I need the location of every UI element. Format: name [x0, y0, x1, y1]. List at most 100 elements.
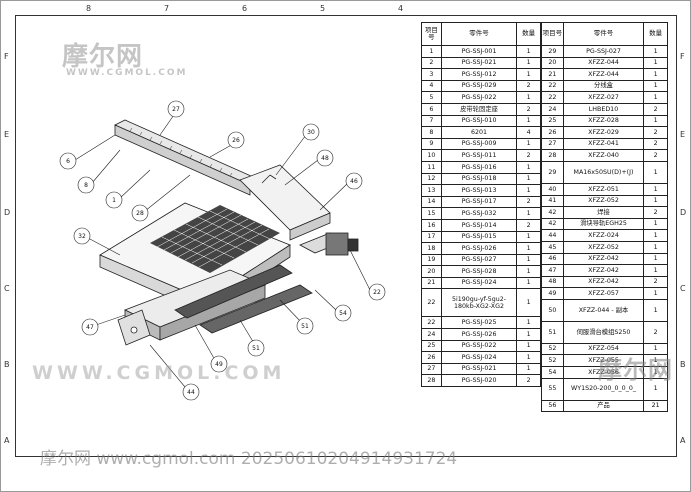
bom-qty: 1: [643, 298, 668, 322]
balloon-label: 28: [136, 210, 144, 217]
bom-part-no: PG-SSJ-014: [440, 218, 518, 232]
bom-qty: 1: [516, 160, 541, 174]
bom-item-no: 28: [421, 374, 442, 388]
bom-qty: 2: [516, 374, 541, 388]
bom-item-no: 52: [541, 354, 564, 368]
bom-item-no: 18: [421, 242, 442, 255]
watermark-logo-cn: 摩尔网: [62, 42, 144, 72]
bom-qty: 1: [516, 362, 541, 376]
bom-qty: 1: [516, 339, 541, 353]
bom-part-no: XFZZ-044: [562, 56, 645, 70]
bom-item-no: 52: [541, 342, 564, 356]
bom-qty: 1: [643, 45, 668, 58]
bom-qty: 1: [516, 242, 541, 255]
bom-item-no: 45: [541, 240, 564, 254]
bom-qty: 21: [643, 399, 668, 413]
bom-qty: 2: [643, 206, 668, 219]
watermark-logo-cn-right: 摩尔网: [598, 356, 673, 384]
bom-part-no: PG-SSJ-001: [440, 45, 518, 58]
bom-item-no: 4: [421, 79, 442, 93]
bom-item-no: 13: [421, 184, 442, 197]
bom-qty: 1: [516, 288, 541, 318]
bom-item-no: 54: [541, 366, 564, 379]
bom-part-no: PG-SSJ-026: [440, 242, 518, 255]
header-item-no: 项目号: [421, 22, 442, 46]
balloon-label: 48: [321, 155, 329, 162]
bom-qty: 1: [516, 184, 541, 197]
balloon-47: [81, 318, 99, 336]
bom-item-no: 22: [421, 316, 442, 330]
bom-qty: 1: [516, 230, 541, 244]
bom-qty: 1: [516, 316, 541, 330]
bom-part-no: WY1S20-200_0_0_0_: [562, 377, 645, 401]
bom-qty: 2: [643, 102, 668, 116]
bom-part-no: PG-SSJ-018: [440, 172, 518, 186]
bom-part-no: 伺服滑台模组S250: [562, 320, 645, 344]
bom-item-no: 26: [421, 351, 442, 364]
zone-number: 7: [164, 4, 170, 13]
bom-item-no: 1: [421, 45, 442, 58]
bom-item-no: 24: [421, 328, 442, 341]
zone-number: 6: [242, 4, 248, 13]
bom-item-no: 44: [541, 229, 564, 242]
bom-qty: 1: [516, 45, 541, 58]
bom-part-no: 6201: [440, 126, 518, 139]
zone-letter: E: [680, 130, 686, 139]
bom-part-no: PG-SSJ-021: [440, 56, 518, 70]
balloon-label: 27: [172, 106, 180, 113]
balloon-label: 46: [350, 178, 358, 185]
bom-qty: 1: [516, 253, 541, 267]
header-qty: 数量: [516, 22, 541, 46]
bom-part-no: XFZZ-028: [562, 114, 645, 128]
bom-part-no: XFZZ-040: [562, 149, 645, 162]
zone-letter: C: [680, 284, 686, 293]
bom-item-no: 29: [541, 160, 564, 184]
bom-item-no: 19: [421, 253, 442, 267]
balloon-22: [368, 283, 386, 301]
bom-item-no: 27: [421, 362, 442, 376]
bom-item-no: 25: [541, 114, 564, 128]
bom-part-no: PG-SSJ-024: [440, 351, 518, 364]
bom-item-no: 15: [421, 207, 442, 220]
bom-part-no: XFZZ-052: [562, 194, 645, 208]
bom-part-no: PG-SSJ-032: [440, 207, 518, 220]
bom-part-no: PG-SSJ-015: [440, 230, 518, 244]
balloon-label: 26: [232, 137, 240, 144]
bom-item-no: 22: [541, 79, 564, 93]
bom-part-no: PG-SSJ-028: [440, 265, 518, 278]
bom-item-no: 55: [541, 377, 564, 401]
bom-qty: 1: [643, 240, 668, 254]
bom-qty: 1: [516, 276, 541, 290]
bom-part-no: PG-SSJ-009: [440, 137, 518, 151]
bom-part-no: PG-SSJ-027: [440, 253, 518, 267]
zone-letter: D: [4, 208, 11, 217]
zone-letter: C: [4, 284, 10, 293]
bom-part-no: 5i190gu-yf-5gu2-180kb-XG2-XG2: [440, 288, 518, 318]
bom-part-no: XFZZ-044 - 副本: [562, 298, 645, 322]
bom-part-no: 皮带轮固定座: [440, 102, 518, 116]
bom-qty: 1: [643, 68, 668, 81]
bom-item-no: 47: [541, 264, 564, 277]
bom-qty: 2: [516, 149, 541, 162]
